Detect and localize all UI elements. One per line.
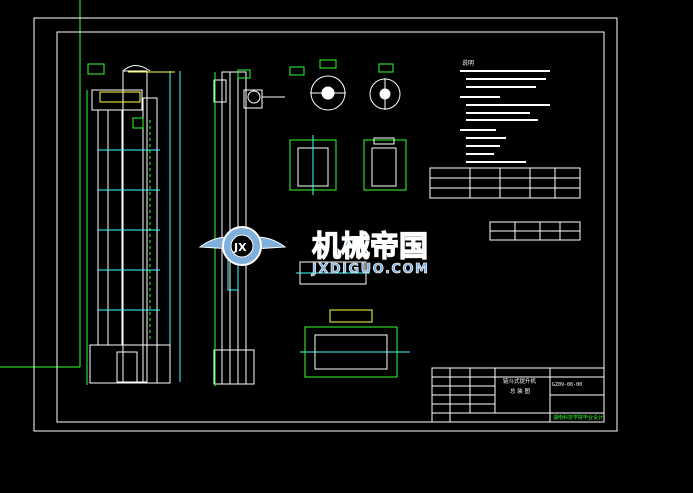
pulley-detail-1 [310,59,346,111]
watermark: JX 机械帝国 JXDIGUO.COM [198,226,429,277]
section-detail-b [363,137,407,191]
outer-frame [33,17,618,432]
elevator-front-view [89,65,181,384]
mid-section-view [296,261,370,285]
drawing-subtitle: 总 装 图 [510,387,530,395]
drawing-title: 链斗式提升机 [503,377,537,385]
front-view-dimensions [86,63,175,385]
parameter-table-1 [429,167,581,199]
notes-block: 说明 [460,59,550,163]
title-block-text: GZ09-00-00 链斗式提升机 总 装 图 湖南科技学院毕业设计 [503,377,603,421]
title-block [431,367,605,423]
logo-text: JX [233,241,247,254]
notes-heading: 说明 [462,59,474,67]
gear-wings-logo-icon: JX [198,226,287,266]
school-label: 湖南科技学院毕业设计 [553,414,603,421]
pulley-detail-2 [369,63,401,110]
drawing-number: GZ09-00-00 [552,382,582,388]
watermark-en: JXDIGUO.COM [311,262,429,277]
crosshair-lines [0,0,81,368]
watermark-cn: 机械帝国 [312,229,428,263]
elevator-front-detail [98,120,160,340]
parameter-table-2 [489,221,581,241]
inner-frame [56,31,605,423]
side-view-dimensions [214,66,305,386]
base-section-view [300,309,410,378]
section-detail-a [289,135,337,195]
